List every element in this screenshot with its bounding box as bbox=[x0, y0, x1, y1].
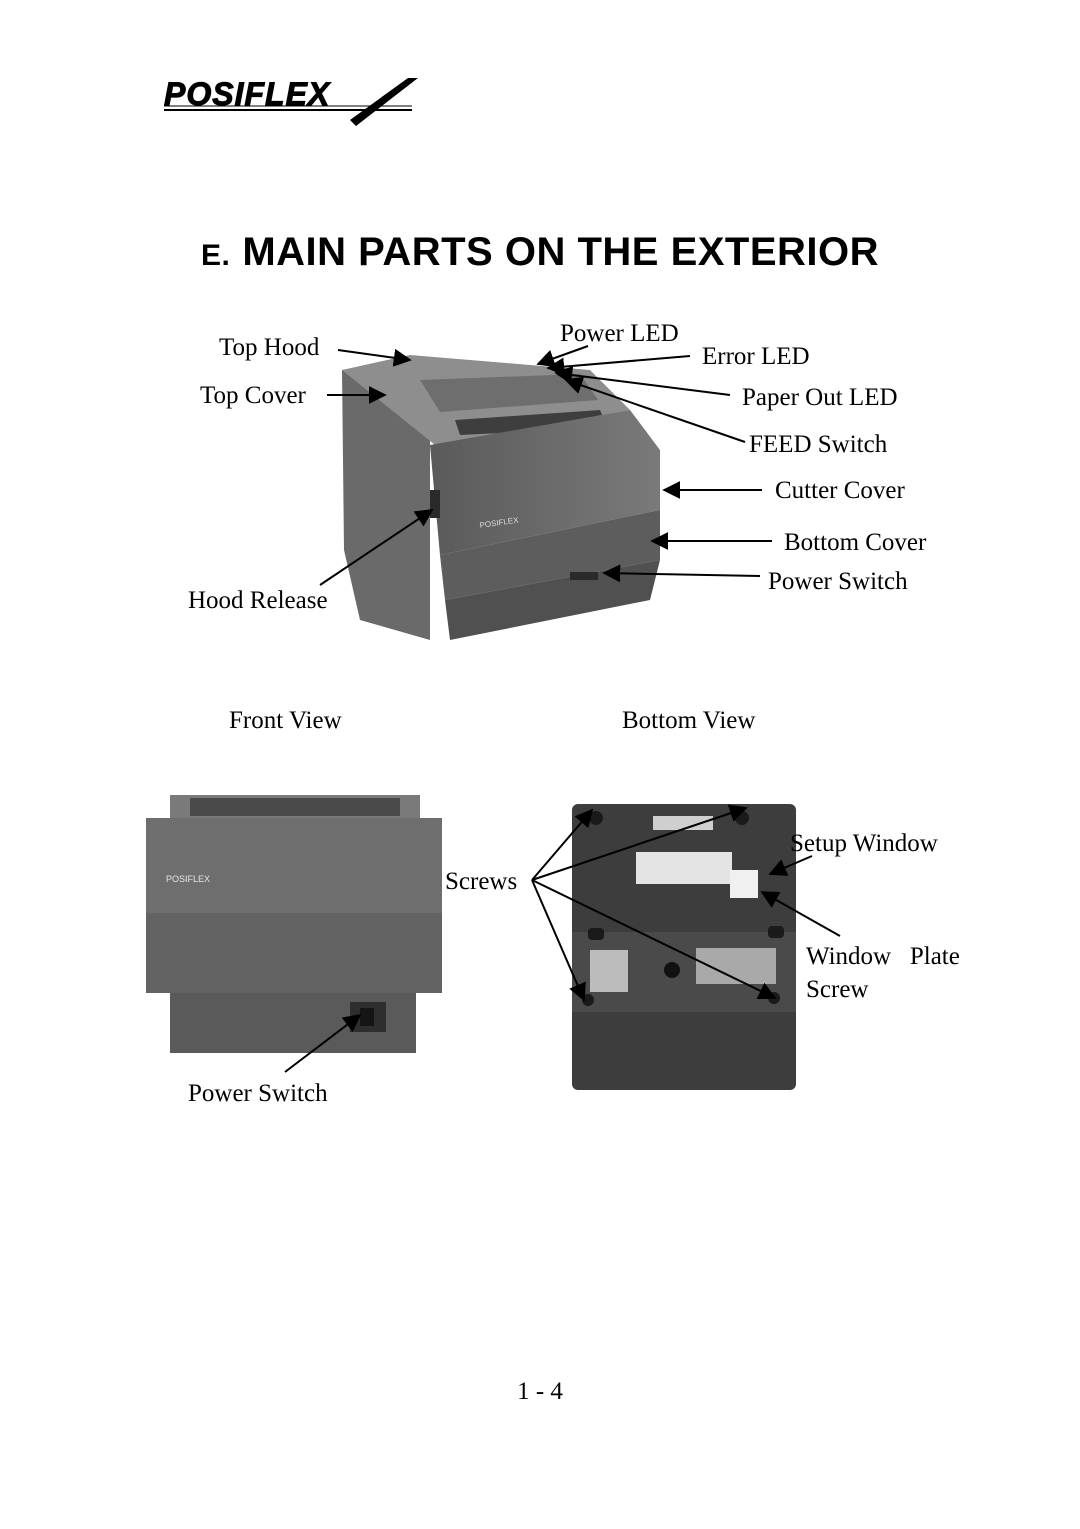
posiflex-logo: POSIFLEX bbox=[164, 76, 418, 126]
label-power-switch-top: Power Switch bbox=[768, 568, 908, 595]
printer-front-view-photo: POSIFLEX bbox=[146, 795, 442, 1053]
svg-text:POSIFLEX: POSIFLEX bbox=[166, 874, 210, 884]
label-screws: Screws bbox=[445, 868, 518, 895]
page-number: 1 - 4 bbox=[517, 1378, 563, 1405]
label-cutter-cover: Cutter Cover bbox=[775, 477, 905, 504]
section-title: MAIN PARTS ON THE EXTERIOR bbox=[242, 230, 880, 274]
label-paper-out-led: Paper Out LED bbox=[742, 384, 898, 411]
label-error-led: Error LED bbox=[702, 343, 810, 370]
label-hood-release: Hood Release bbox=[188, 587, 328, 614]
section-letter: E. bbox=[200, 239, 231, 272]
label-power-led: Power LED bbox=[560, 320, 679, 347]
label-window-plate: Window Plate bbox=[806, 943, 960, 970]
caption-front-view: Front View bbox=[229, 707, 342, 734]
label-feed-switch: FEED Switch bbox=[749, 431, 888, 458]
label-bottom-cover: Bottom Cover bbox=[784, 529, 927, 556]
label-top-hood: Top Hood bbox=[219, 334, 320, 361]
caption-bottom-view: Bottom View bbox=[622, 707, 756, 734]
label-screw: Screw bbox=[806, 976, 869, 1003]
label-setup-window: Setup Window bbox=[790, 830, 938, 857]
label-power-switch-front: Power Switch bbox=[188, 1080, 328, 1107]
label-top-cover: Top Cover bbox=[200, 382, 306, 409]
section-heading: E. MAIN PARTS ON THE EXTERIOR bbox=[0, 230, 1080, 275]
